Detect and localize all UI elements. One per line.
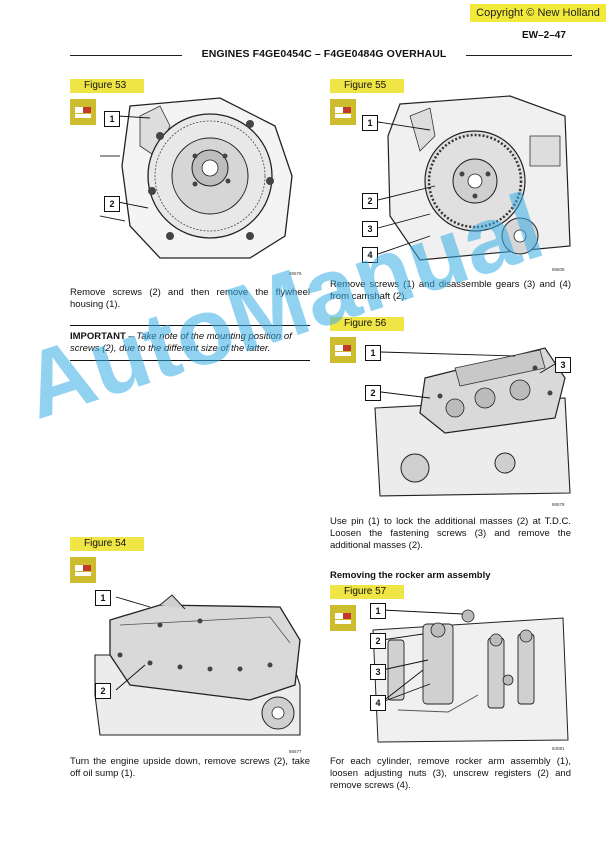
callout-1: 1 — [104, 111, 120, 127]
callout-2: 2 — [104, 196, 120, 212]
figure-54-illustration — [94, 594, 301, 736]
figure-label-55: Figure 55 — [330, 79, 404, 93]
tool-procedure-icon — [330, 605, 356, 631]
figure-code: 86577 — [289, 749, 302, 754]
figure-code: 86608 — [552, 267, 565, 272]
callout-3: 3 — [362, 221, 378, 237]
important-label: IMPORTANT — [70, 331, 126, 342]
header-rule-left — [70, 55, 182, 56]
callout-1: 1 — [362, 115, 378, 131]
callout-3: 3 — [370, 664, 386, 680]
figure-55-caption: Remove screws (1) and disassemble gears … — [330, 279, 571, 302]
header-rule-right — [466, 55, 572, 56]
callout-4: 4 — [362, 247, 378, 263]
figure-label-56: Figure 56 — [330, 317, 404, 331]
callout-1: 1 — [95, 590, 111, 606]
callout-2: 2 — [365, 385, 381, 401]
figure-label-57: Figure 57 — [330, 585, 404, 599]
figure-56-illustration — [374, 347, 571, 497]
callout-4: 4 — [370, 695, 386, 711]
figure-54-caption: Turn the engine upside down, remove scre… — [70, 756, 310, 779]
tool-procedure-icon — [330, 99, 356, 125]
callout-1: 1 — [365, 345, 381, 361]
figure-label-54: Figure 54 — [70, 537, 144, 551]
figure-code: 84081 — [552, 746, 565, 751]
callout-2: 2 — [370, 633, 386, 649]
tool-procedure-icon — [70, 557, 96, 583]
figure-57-caption: For each cylinder, remove rocker arm ass… — [330, 756, 571, 791]
section-heading: Removing the rocker arm assembly — [330, 570, 491, 581]
callout-2: 2 — [95, 683, 111, 699]
figure-55-illustration — [377, 95, 571, 261]
callout-3: 3 — [555, 357, 571, 373]
callout-2: 2 — [362, 193, 378, 209]
callout-1: 1 — [370, 603, 386, 619]
figure-56-caption: Use pin (1) to lock the additional masse… — [330, 516, 571, 551]
copyright-badge: Copyright © New Holland — [470, 4, 606, 22]
figure-label-53: Figure 53 — [70, 79, 144, 93]
tool-procedure-icon — [330, 337, 356, 363]
figure-53-illustration — [99, 97, 293, 259]
page-number: EW–2–47 — [522, 30, 566, 41]
figure-53-caption: Remove screws (2) and then remove the fl… — [70, 287, 310, 310]
figure-57-illustration — [372, 609, 569, 743]
page-title: ENGINES F4GE0454C – F4GE0484G OVERHAUL — [201, 48, 447, 60]
tool-procedure-icon — [70, 99, 96, 125]
figure-code: 86578 — [552, 502, 565, 507]
important-text: – Take note of the mounting position of … — [70, 331, 292, 354]
important-note: IMPORTANT – Take note of the mounting po… — [70, 325, 310, 361]
figure-code: 86576 — [289, 271, 302, 276]
